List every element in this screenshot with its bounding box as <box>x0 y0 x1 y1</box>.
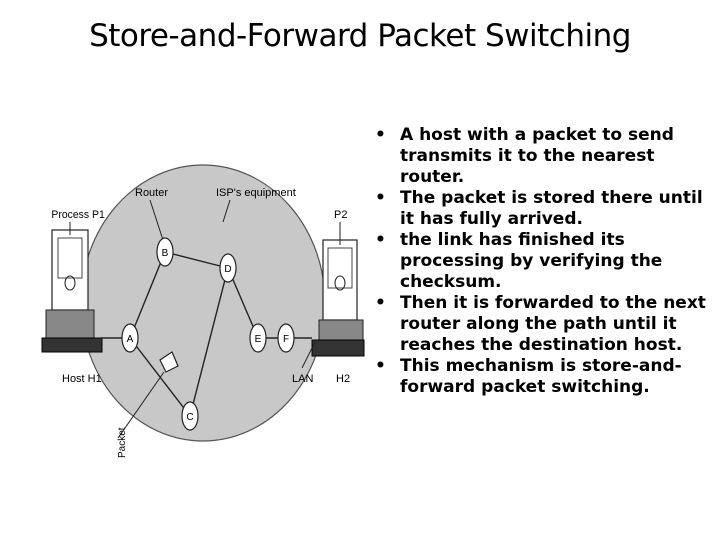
isp-network-cloud <box>80 164 326 442</box>
router-label: Router <box>135 187 168 199</box>
bullet-text: Then it is forwarded to the next router … <box>400 293 706 355</box>
bullet-item: • This mechanism is store-and-forward pac… <box>370 356 710 398</box>
router-node-a: A <box>121 323 139 353</box>
bullet-marker: • <box>375 188 386 208</box>
router-node-e: E <box>249 323 267 353</box>
isp-equipment-pointer <box>222 199 231 223</box>
router-node-b: B <box>156 237 174 267</box>
packet-pointer <box>117 371 165 439</box>
bullet-marker: • <box>375 356 386 376</box>
bullet-item: • The packet is stored there until it has… <box>370 188 710 230</box>
bullet-item: • A host with a packet to send transmits … <box>370 125 710 188</box>
bullet-text: This mechanism is store-and-forward pack… <box>400 356 682 397</box>
h2-label: H2 <box>336 373 350 385</box>
router-node-a-label: A <box>127 334 134 345</box>
bullet-text: the link has finished its processing by … <box>400 230 663 292</box>
bullet-item: • Then it is forwarded to the next router… <box>370 293 710 356</box>
router-node-d-label: D <box>224 264 231 275</box>
host-h1-computer <box>41 229 103 353</box>
slide-title: Store-and-Forward Packet Switching <box>89 18 631 54</box>
router-node-f: F <box>277 323 295 353</box>
lan-pointer <box>301 341 316 369</box>
host-h2-computer <box>311 239 365 357</box>
isp-equipment-label: ISP's equipment <box>216 187 296 199</box>
lan-label: LAN <box>292 373 313 385</box>
packet-shape <box>159 351 179 373</box>
bullet-marker: • <box>375 125 386 145</box>
host-h1-label: Host H1 <box>62 373 102 385</box>
bullet-text: The packet is stored there until it has … <box>400 188 703 229</box>
process-p1-label: Process P1 <box>51 209 104 221</box>
bullet-marker: • <box>375 293 386 313</box>
router-node-e-label: E <box>255 334 262 345</box>
router-pointer <box>149 199 164 241</box>
bullet-text: A host with a packet to send transmits i… <box>400 125 674 187</box>
router-node-b-label: B <box>162 248 169 259</box>
router-node-f-label: F <box>283 334 289 345</box>
bullet-item: • the link has finished its processing by… <box>370 230 710 293</box>
router-node-d: D <box>219 253 237 283</box>
router-node-c: C <box>181 401 199 431</box>
packet-label: Packet <box>117 427 128 458</box>
bullet-marker: • <box>375 230 386 250</box>
store-and-forward-diagram: Process P1 Host H1 P2 H2 Packet Router I… <box>41 164 365 458</box>
p2-label: P2 <box>334 209 347 221</box>
bullet-list: • A host with a packet to send transmits … <box>370 125 710 398</box>
router-node-c-label: C <box>186 412 193 423</box>
